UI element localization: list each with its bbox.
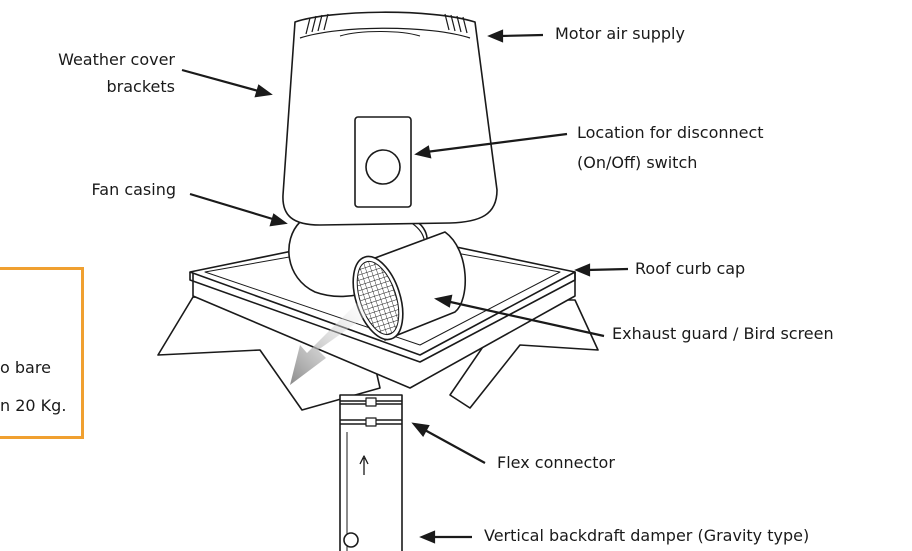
label-flex-connector: Flex connector: [497, 453, 615, 472]
damper-pivot: [343, 532, 359, 548]
exhaust-guard-leader: [433, 294, 605, 338]
label-fan-casing: Fan casing: [91, 180, 176, 199]
disconnect-switch-icon: [365, 149, 401, 185]
label-motor-air-supply: Motor air supply: [555, 24, 685, 43]
damper-leader: [419, 530, 472, 544]
up-arrow-icon: [359, 455, 369, 475]
note-box: [0, 267, 84, 439]
note-line-1: o bare: [0, 358, 51, 377]
label-backdraft-damper: Vertical backdraft damper (Gravity type): [484, 526, 810, 545]
label-weather-cover-2: brackets: [106, 77, 175, 96]
motor-air-leader: [487, 29, 544, 43]
flex-connector-leader: [411, 422, 486, 464]
label-disconnect-1: Location for disconnect: [577, 123, 764, 142]
airflow-arrow-icon: [290, 300, 372, 385]
roof-curb-leader: [574, 263, 629, 277]
disconnect-leader: [414, 132, 568, 159]
label-exhaust-guard: Exhaust guard / Bird screen: [612, 324, 834, 343]
note-line-2: n 20 Kg.: [0, 396, 67, 415]
fan-casing-leader: [189, 192, 288, 227]
label-weather-cover-1: Weather cover: [58, 50, 175, 69]
label-roof-curb-cap: Roof curb cap: [635, 259, 746, 278]
label-disconnect-2: (On/Off) switch: [577, 153, 698, 172]
weather-cover-leader: [181, 68, 273, 98]
